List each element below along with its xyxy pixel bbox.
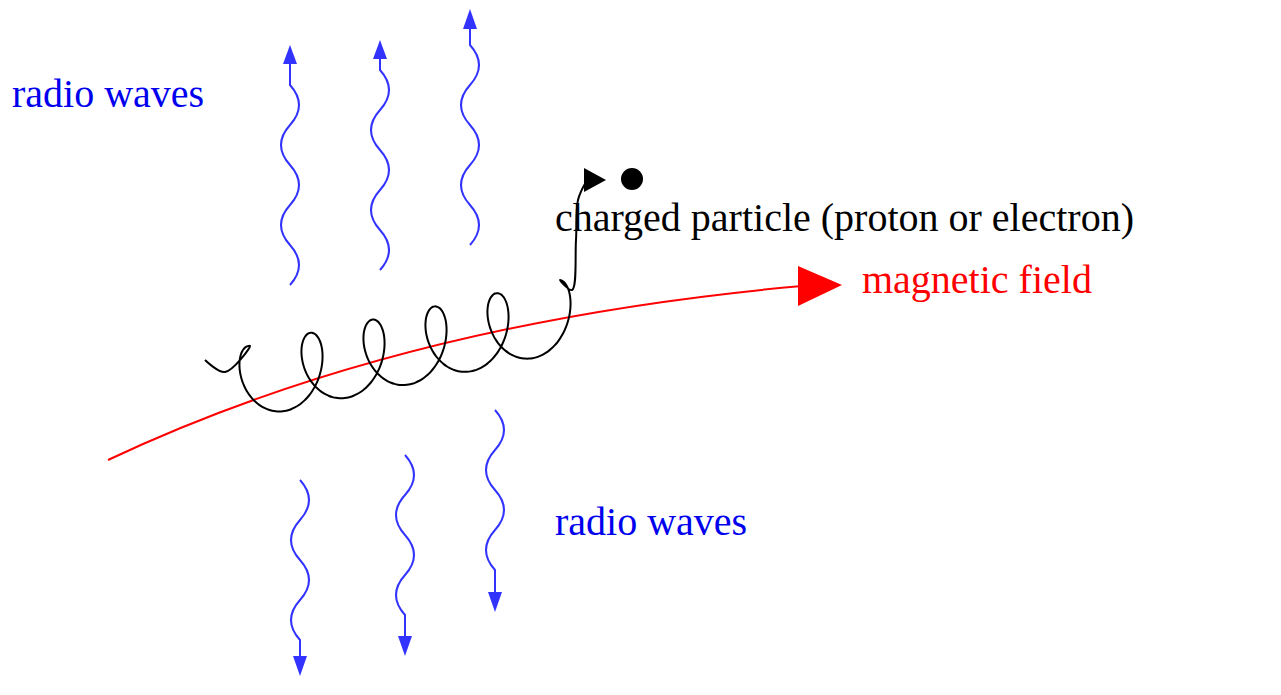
wave-arrowheads-down — [293, 592, 502, 676]
wave — [371, 57, 389, 270]
particle-label: charged particle (proton or electron) — [555, 196, 1134, 240]
wave — [396, 455, 414, 638]
radio-waves-down — [291, 410, 504, 658]
radio-waves-up — [281, 27, 479, 285]
arrowhead — [293, 656, 307, 676]
arrowhead — [398, 636, 412, 656]
wave — [291, 480, 309, 658]
particle-helix — [205, 182, 586, 411]
arrowhead — [488, 592, 502, 612]
field-label: magnetic field — [862, 258, 1092, 302]
wave — [281, 62, 299, 285]
arrowhead — [373, 40, 387, 59]
radio-waves-label: radio waves — [12, 72, 204, 116]
arrowhead — [283, 45, 297, 64]
arrowhead — [463, 9, 477, 29]
wave — [461, 27, 479, 245]
charged-particle — [621, 168, 643, 190]
wave — [486, 410, 504, 594]
particle-arrowhead — [584, 168, 606, 192]
field-arrowhead — [798, 266, 842, 306]
wave-arrowheads-up — [283, 9, 477, 64]
magnetic-field-line — [108, 286, 802, 460]
radio-waves-label: radio waves — [555, 500, 747, 544]
